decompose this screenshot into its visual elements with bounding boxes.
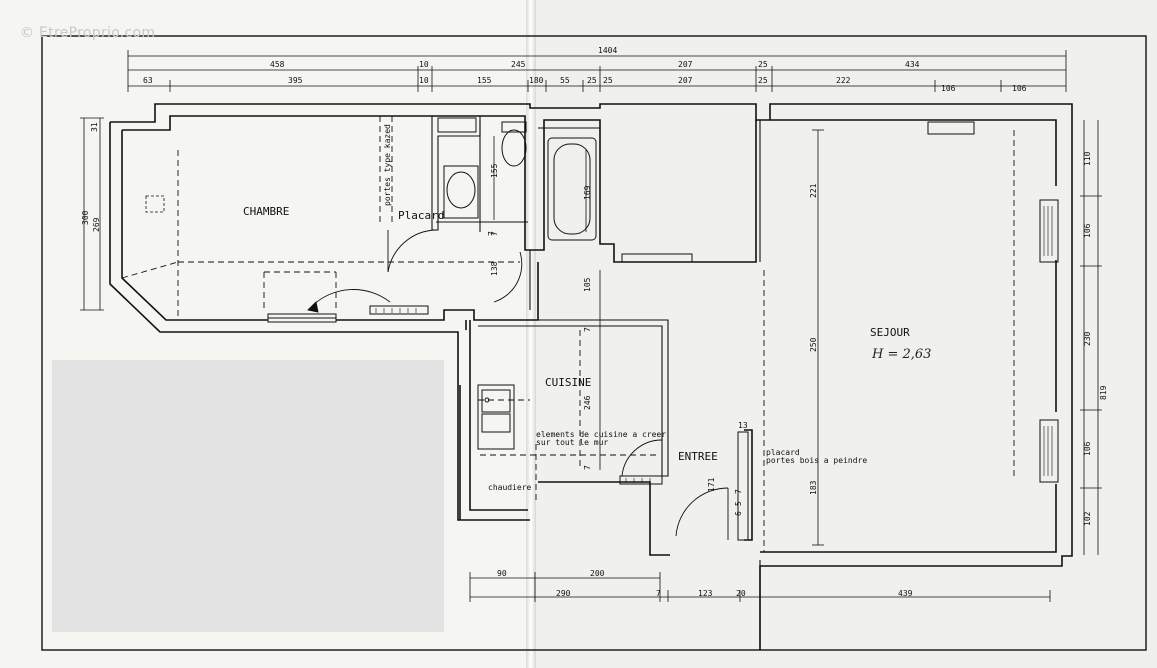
dim-int-5: 7 [583, 327, 592, 332]
dim-int-15: 5 [734, 501, 743, 506]
dim-right-outer: 819 [1099, 385, 1108, 400]
dim-int-3: 169 [583, 185, 592, 200]
dim-int-16: 7 [734, 489, 743, 494]
dim-top-row1-5: 434 [905, 60, 920, 69]
dim-right-3: 106 [1083, 441, 1092, 456]
dim-top-row2-7: 25 [603, 76, 613, 85]
label-sur-tout-le-mur: sur tout le mur [536, 438, 608, 447]
label-chambre: CHAMBRE [243, 205, 289, 218]
label-portes-type: portes type kazed [383, 124, 392, 206]
dim-top-row2-9: 25 [758, 76, 768, 85]
dim-int-8: 221 [809, 183, 818, 198]
top-dimension-lines [127, 50, 1067, 92]
watermark: © EtreProprio.com [20, 25, 156, 41]
dim-bottom-row2-2: 123 [698, 589, 713, 598]
dim-bottom-row2-1: 7 [656, 589, 661, 598]
dashed-lines [121, 116, 1015, 552]
dim-int-10: 183 [809, 480, 818, 495]
right-page [530, 0, 1157, 668]
dim-top-row2-12: 106 [1012, 84, 1027, 93]
page-fold [526, 0, 536, 668]
dim-int-0: 155 [490, 163, 499, 178]
dim-int-12: 7 [487, 231, 496, 236]
dim-top-row1-4: 25 [758, 60, 768, 69]
dim-top-row2-4: 180 [529, 76, 544, 85]
dim-top-row2-6: 25 [587, 76, 597, 85]
doors [307, 229, 729, 540]
dim-bottom-row1-0: 90 [497, 569, 507, 578]
windows [267, 117, 1059, 541]
label-entree: ENTREE [678, 450, 718, 463]
dim-bottom-row2-0: 290 [556, 589, 571, 598]
dim-int-11: 13 [738, 421, 748, 430]
side-dimension-lines [80, 117, 1102, 555]
fixtures [443, 121, 597, 450]
outer-walls [109, 103, 1073, 650]
label-cuisine: CUISINE [545, 376, 591, 389]
dim-left-2: 269 [92, 217, 101, 232]
interior-walls [431, 116, 761, 650]
label-placard-entree: placard [766, 448, 800, 457]
dim-left-1: 300 [81, 210, 90, 225]
dim-int-1: 7 [490, 231, 499, 236]
dim-top-row1-0: 458 [270, 60, 285, 69]
dim-int-14: 6 [734, 511, 743, 516]
dim-top-row2-3: 155 [477, 76, 492, 85]
label-chaudiere: chaudiere [488, 483, 532, 492]
label-placard: Placard [398, 209, 444, 222]
label-portes-bois: portes bois a peindre [766, 456, 867, 465]
dim-int-9: 250 [809, 337, 818, 352]
dim-top-row1-1: 10 [419, 60, 429, 69]
dim-bottom-row1-1: 200 [590, 569, 605, 578]
dim-top-row2-11: 106 [941, 84, 956, 93]
label-elements-cuisine: elements de cuisine a creer [536, 430, 666, 439]
redaction-block [52, 360, 444, 632]
dim-right-2: 230 [1083, 331, 1092, 346]
dim-int-4: 105 [583, 277, 592, 292]
radiator-hatching [375, 206, 1053, 483]
dim-top-total: 1404 [598, 46, 617, 55]
label-hauteur: H = 2,63 [871, 347, 931, 362]
dim-int-13: 171 [707, 477, 716, 492]
small-markers [145, 195, 165, 213]
dim-int-6: 246 [583, 395, 592, 410]
dim-right-1: 106 [1083, 223, 1092, 238]
dim-top-row2-8: 207 [678, 76, 693, 85]
interior-dimension-lines [493, 129, 824, 546]
drawing-frame [41, 35, 1147, 651]
dim-int-7: 7 [583, 465, 592, 470]
dim-left-0: 31 [90, 122, 99, 132]
dim-top-row2-5: 55 [560, 76, 570, 85]
dim-top-row1-2: 245 [511, 60, 526, 69]
dim-bottom-row2-4: 439 [898, 589, 913, 598]
label-sejour: SEJOUR [870, 326, 910, 339]
dim-top-row2-2: 10 [419, 76, 429, 85]
dim-bottom-row2-3: 20 [736, 589, 746, 598]
dim-right-4: 102 [1083, 511, 1092, 526]
dim-top-row1-3: 207 [678, 60, 693, 69]
dim-top-row2-1: 395 [288, 76, 303, 85]
dim-top-row2-10: 222 [836, 76, 851, 85]
dim-right-0: 110 [1083, 151, 1092, 166]
dim-int-2: 138 [490, 261, 499, 276]
dim-top-row2-0: 63 [143, 76, 153, 85]
